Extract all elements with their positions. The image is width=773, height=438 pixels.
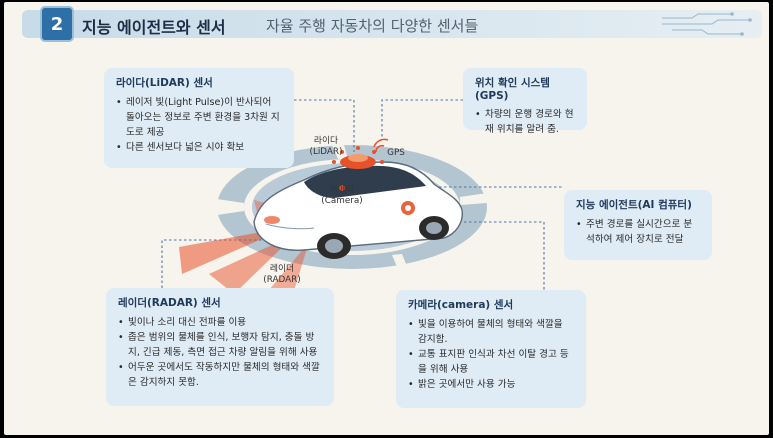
section-subtitle: 자율 주행 자동차의 다양한 센서들 [266, 17, 479, 35]
page: 2 지능 에이전트와 센서 자율 주행 자동차의 다양한 센서들 [4, 2, 769, 435]
section-title: 지능 에이전트와 센서 [82, 18, 226, 37]
list-item: 차량의 운행 경로와 현재 위치를 알려 줌. [475, 107, 575, 137]
gps-connector [381, 99, 463, 137]
list-item: 밝은 곳에서만 사용 가능 [408, 377, 574, 392]
header: 2 지능 에이전트와 센서 자율 주행 자동차의 다양한 센서들 [22, 8, 762, 40]
ai-item-list: 주변 경로를 실시간으로 분석하여 제어 장치로 전달 [576, 217, 700, 247]
ai-info-box: 지능 에이전트(AI 컴퓨터) 주변 경로를 실시간으로 분석하여 제어 장치로… [564, 190, 712, 260]
lidar-box-title: 라이다(LiDAR) 센서 [116, 77, 213, 89]
section-number-badge: 2 [42, 8, 72, 40]
gps-info-box: 위치 확인 시스템(GPS) 차량의 운행 경로와 현재 위치를 알려 줌. [463, 68, 587, 135]
camera-info-box: 카메라(camera) 센서 빛을 이용하여 물체의 형태와 색깔을 감지함. … [396, 290, 586, 408]
list-item: 레이저 빛(Light Pulse)이 반사되어 돌아오는 정보로 주변 환경을… [116, 95, 282, 140]
list-item: 다른 센서보다 넓은 시야 확보 [116, 140, 282, 155]
lidar-item-list: 레이저 빛(Light Pulse)이 반사되어 돌아오는 정보로 주변 환경을… [116, 95, 282, 155]
circuit-decoration-icon [662, 12, 752, 36]
lidar-info-box: 라이다(LiDAR) 센서 레이저 빛(Light Pulse)이 반사되어 돌… [104, 68, 294, 168]
radar-connector [161, 239, 274, 288]
lidar-label-line: 라이다 (LiDAR) [309, 136, 343, 157]
camera-box-title: 카메라(camera) 센서 [408, 299, 514, 311]
gps-diagram-label: GPS [387, 148, 405, 158]
car-body [253, 138, 463, 259]
camera-diagram-label: 카메라 (Camera) [320, 185, 364, 207]
list-item: 교통 표지판 인식과 차선 이탈 경고 등을 위해 사용 [408, 347, 574, 377]
list-item: 빛을 이용하여 물체의 형태와 색깔을 감지함. [408, 317, 574, 347]
list-item: 주변 경로를 실시간으로 분석하여 제어 장치로 전달 [576, 217, 700, 247]
lidar-diagram-label: 라이다 (LiDAR) [308, 136, 344, 158]
camera-label-line: 카메라 (Camera) [321, 185, 363, 206]
radar-item-list: 빛이나 소리 대신 전파를 이용 좁은 범위의 물체를 인식, 보행자 탐지, … [118, 315, 322, 390]
radar-info-box: 레이더(RADAR) 센서 빛이나 소리 대신 전파를 이용 좁은 범위의 물체… [106, 288, 334, 406]
ai-box-title: 지능 에이전트(AI 컴퓨터) [576, 199, 692, 211]
radar-box-title: 레이더(RADAR) 센서 [118, 297, 221, 309]
list-item: 좁은 범위의 물체를 인식, 보행자 탐지, 충돌 방지, 긴급 제동, 측면 … [118, 330, 322, 360]
list-item: 어두운 곳에서도 작동하지만 물체의 형태와 색깔은 감지하지 못함. [118, 360, 322, 390]
header-bar [22, 10, 762, 38]
radar-label-line: 레이더 (RADAR) [263, 264, 301, 285]
radar-diagram-label: 레이더 (RADAR) [260, 264, 304, 286]
lidar-connector [294, 99, 355, 152]
camera-item-list: 빛을 이용하여 물체의 형태와 색깔을 감지함. 교통 표지판 인식과 차선 이… [408, 317, 574, 392]
gps-box-title: 위치 확인 시스템(GPS) [475, 77, 550, 102]
car-sensor-diagram [161, 99, 564, 307]
list-item: 빛이나 소리 대신 전파를 이용 [118, 315, 322, 330]
gps-item-list: 차량의 운행 경로와 현재 위치를 알려 줌. [475, 107, 575, 137]
